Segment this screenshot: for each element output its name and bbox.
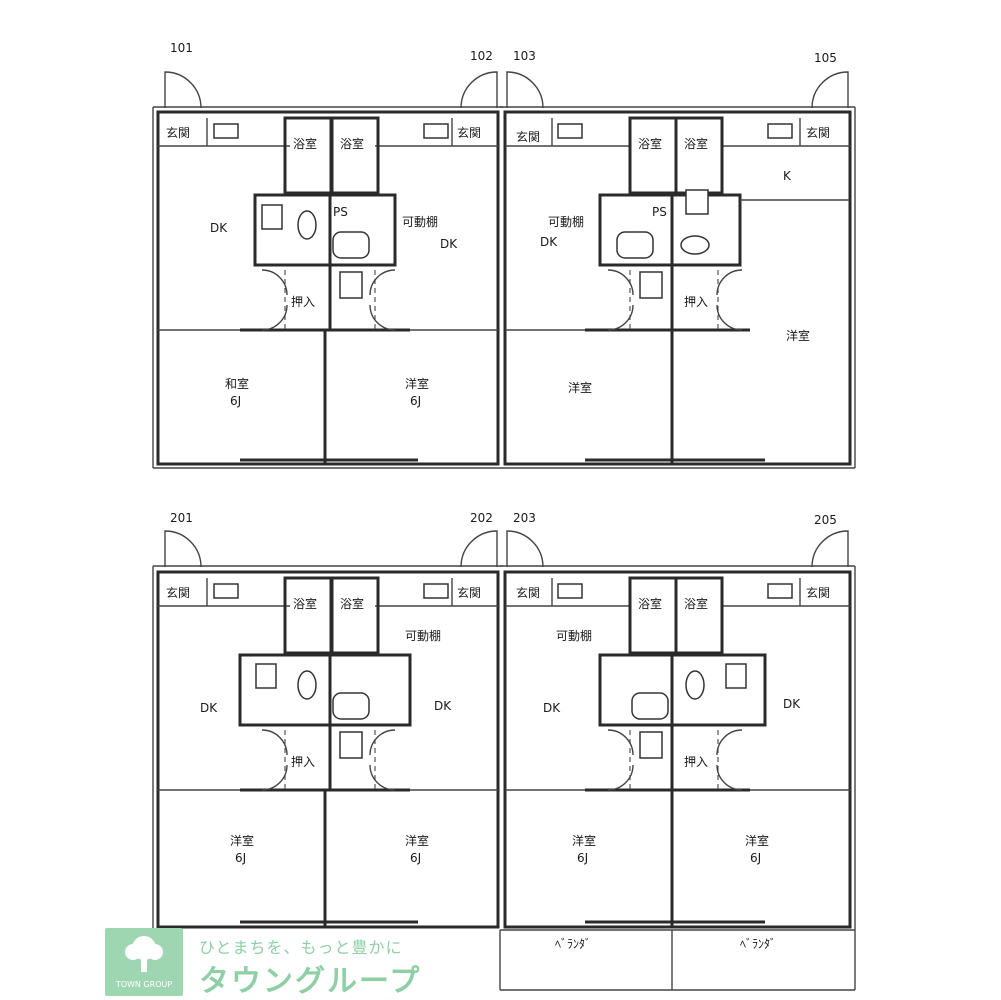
bath-205: 浴室 [684,596,708,611]
entrance-203: 玄関 [516,585,540,600]
closet-201: 押入 [291,755,315,769]
tree-icon [125,936,163,972]
entrance-103: 玄関 [516,129,540,144]
k-105: K [783,169,792,183]
entrance-205: 玄関 [806,585,830,600]
room-101-size: 6J [230,394,241,408]
unit-203-label: 203 [513,511,536,525]
room-101-type: 和室 [225,376,249,391]
unit-105-label: 105 [814,51,837,65]
room-103-type: 洋室 [568,380,592,395]
room-205-size: 6J [750,851,761,865]
logo-name: タウングループ [199,964,422,999]
entrance-202: 玄関 [457,585,481,600]
veranda-203: ﾍﾞﾗﾝﾀﾞ [555,937,591,951]
dk-202: DK [434,699,452,713]
entrance-105: 玄関 [806,125,830,140]
bath-203: 浴室 [638,596,662,611]
entrance-102: 玄関 [457,125,481,140]
shelf-102: 可動棚 [402,214,438,229]
unit-103-label: 103 [513,49,536,63]
room-102-size: 6J [410,394,421,408]
ps-101: PS [333,205,348,219]
dk-101: DK [210,221,228,235]
ps-103: PS [652,205,667,219]
bath-103: 浴室 [638,136,662,151]
shelf-202: 可動棚 [405,628,441,643]
logo-badge: TOWN GROUP [105,928,183,996]
unit-205-label: 205 [814,513,837,527]
veranda-205: ﾍﾞﾗﾝﾀﾞ [740,937,776,951]
room-202-size: 6J [410,851,421,865]
room-203-type: 洋室 [572,833,596,848]
unit-201-label: 201 [170,511,193,525]
entrance-201: 玄関 [166,585,190,600]
logo-slogan: ひとまちを、もっと豊かに [199,938,403,957]
bath-102: 浴室 [340,136,364,151]
unit-101-label: 101 [170,41,193,55]
dk-201: DK [200,701,218,715]
unit-202-label: 202 [470,511,493,525]
closet-101: 押入 [291,295,315,309]
room-201-size: 6J [235,851,246,865]
room-202-type: 洋室 [405,833,429,848]
room-201-type: 洋室 [230,833,254,848]
dk-102: DK [440,237,458,251]
logo-brand-text: TOWN GROUP [115,980,173,989]
shelf-203: 可動棚 [556,628,592,643]
dk-103: DK [540,235,558,249]
room-203-size: 6J [577,851,588,865]
floor-2: 201 202 203 205 玄関 玄関 玄関 玄関 浴室 浴室 浴室 浴室 … [152,511,856,991]
shelf-103: 可動棚 [548,214,584,229]
company-logo: TOWN GROUP ひとまちを、もっと豊かに タウングループ [105,928,705,999]
room-102-type: 洋室 [405,376,429,391]
bath-201: 浴室 [293,596,317,611]
floor-1: 101 102 103 105 玄関 玄関 玄関 玄関 浴室 浴室 浴室 浴室 … [152,41,856,469]
dk-205: DK [783,697,801,711]
room-105-type: 洋室 [786,328,810,343]
unit-102-label: 102 [470,49,493,63]
bath-202: 浴室 [340,596,364,611]
entrance-101: 玄関 [166,125,190,140]
closet-105: 押入 [684,295,708,309]
bath-105: 浴室 [684,136,708,151]
closet-205: 押入 [684,755,708,769]
dk-203: DK [543,701,561,715]
bath-101: 浴室 [293,136,317,151]
room-205-type: 洋室 [745,833,769,848]
